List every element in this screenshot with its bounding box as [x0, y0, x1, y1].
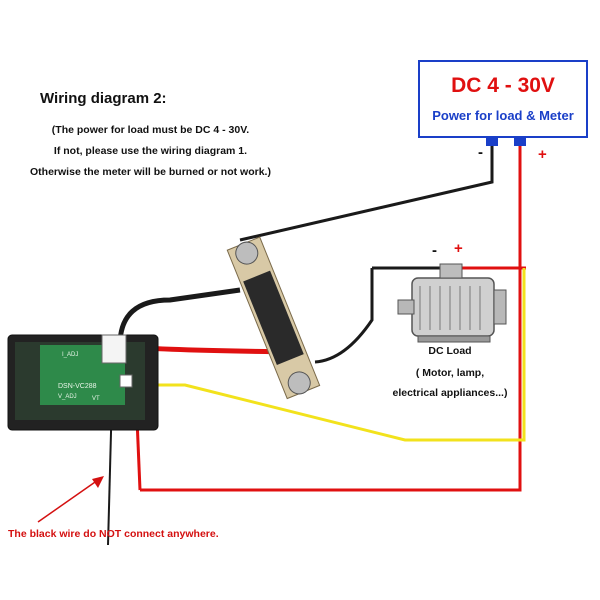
black-wire-load-to-shunt [314, 268, 374, 364]
black-wire-warning: The black wire do NOT connect anywhere. [8, 528, 219, 540]
load-name: DC Load [428, 345, 472, 357]
red-wire-load-return [140, 145, 522, 492]
warning-arrow-icon [37, 476, 104, 523]
load-plus-sign: + [454, 240, 463, 257]
psu-negative-terminal [486, 138, 498, 146]
note-line-2: If not, please use the wiring diagram 1. [53, 145, 248, 157]
psu-positive-terminal [514, 138, 526, 146]
dc-load-motor-icon [397, 263, 507, 343]
load-desc-line-1: ( Motor, lamp, [415, 367, 485, 379]
meter-pin-label: VT [92, 396, 100, 402]
yellow-wire-meter-to-supply [128, 268, 526, 442]
load-minus-sign: - [432, 242, 437, 259]
power-supply-box: DC 4 - 30V Power for load & Meter [418, 60, 588, 138]
diagram-title: Wiring diagram 2: [40, 90, 167, 107]
note-line-3: Otherwise the meter will be burned or no… [30, 166, 271, 178]
meter-voltage-adjust-label: V_ADJ [58, 394, 77, 400]
psu-minus-sign: - [478, 144, 483, 161]
current-shunt [226, 236, 321, 400]
meter-model-label: DSN-VC288 [58, 383, 97, 390]
power-supply-label: Power for load & Meter [432, 108, 574, 123]
meter-current-adjust-label: I_ADJ [62, 352, 78, 358]
power-supply-voltage: DC 4 - 30V [451, 74, 555, 97]
psu-plus-sign: + [538, 146, 547, 163]
black-wire-supply-negative [239, 145, 494, 242]
voltmeter-ammeter-module: DSN-VC288 I_ADJ V_ADJ VT [7, 334, 159, 431]
load-desc-line-2: electrical appliances...) [392, 387, 508, 399]
note-line-1: (The power for load must be DC 4 - 30V. [51, 124, 250, 136]
